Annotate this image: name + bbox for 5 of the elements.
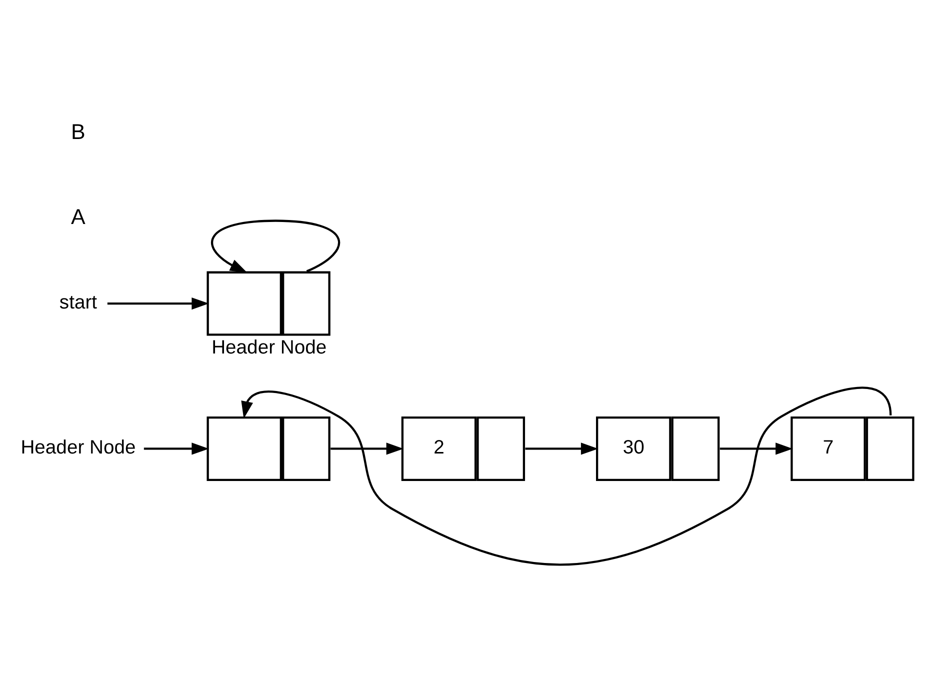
node-label: Header Node	[212, 336, 327, 358]
label: A	[71, 204, 86, 228]
node-text: Header Node	[20, 436, 136, 458]
node-text: start	[59, 290, 98, 313]
label: B	[71, 120, 86, 144]
